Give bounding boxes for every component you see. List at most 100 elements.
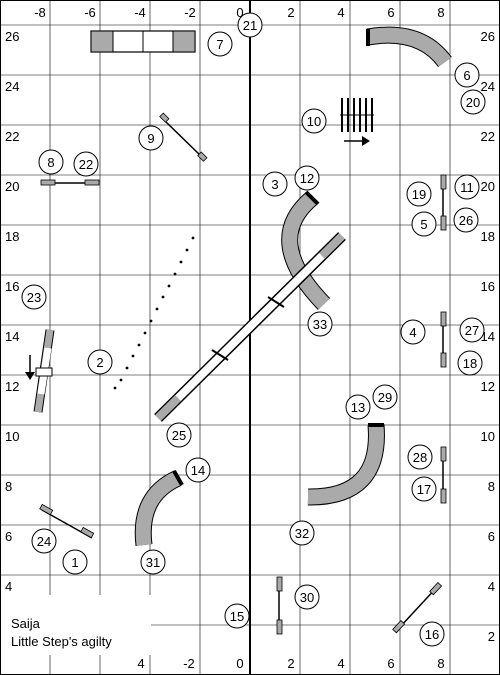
jump-obstacle [39,503,95,539]
caption-course: Little Step's agilty [11,634,112,649]
jump-obstacle [440,446,447,504]
number-label: 19 [412,187,426,202]
contact-obstacle [33,329,55,413]
number-label: 10 [307,114,321,129]
number-marker: 21 [237,12,263,38]
number-label: 1 [71,555,78,570]
x-label-top: 4 [337,5,344,20]
y-label-left: 4 [5,579,12,594]
y-label-left: 14 [5,329,19,344]
y-label-left: 16 [5,279,19,294]
number-label: 14 [191,463,205,478]
y-label-right: 22 [481,129,495,144]
number-marker: 16 [419,621,445,647]
number-marker: 24 [31,528,57,554]
number-marker: 13 [345,394,371,420]
number-label: 24 [37,534,51,549]
y-label-left: 26 [5,29,19,44]
number-marker: 22 [73,151,99,177]
number-marker: 15 [224,603,250,629]
direction-arrow-icon [25,355,35,380]
number-marker: 5 [411,211,437,237]
x-label-bottom: 4 [337,656,344,671]
y-label-left: 20 [5,179,19,194]
number-marker: 33 [307,311,333,337]
number-label: 31 [146,555,160,570]
x-axis-bottom-labels: 4 -2 0 2 4 6 8 [137,656,444,671]
number-marker: 2 [87,349,113,375]
number-label: 4 [409,325,416,340]
x-label-top: -4 [134,5,146,20]
y-label-right: 2 [488,629,495,644]
x-label-top: -2 [184,5,196,20]
y-label-right: 18 [481,229,495,244]
y-label-right: 8 [488,479,495,494]
number-label: 3 [271,177,278,192]
direction-arrow-icon [344,136,370,146]
x-label-top: 6 [387,5,394,20]
number-label: 25 [172,428,186,443]
number-label: 8 [47,155,54,170]
y-axis-left-labels: 26 24 22 20 18 16 14 12 10 8 6 4 [5,29,19,594]
number-label: 6 [463,68,470,83]
number-marker: 31 [140,549,166,575]
number-marker: 3 [262,171,288,197]
y-label-left: 12 [5,379,19,394]
y-label-left: 10 [5,429,19,444]
tunnel-obstacle [307,423,385,506]
number-label: 23 [27,290,41,305]
number-marker: 12 [294,165,320,191]
x-label-top: -6 [84,5,96,20]
table-obstacle [90,30,196,53]
number-marker: 14 [185,457,211,483]
x-label-top: 8 [437,5,444,20]
x-label-bottom: 6 [387,656,394,671]
number-marker: 10 [301,108,327,134]
caption-handler: Saija [11,616,40,631]
tunnel-obstacle [366,26,452,68]
number-label: 18 [463,356,477,371]
y-label-right: 16 [481,279,495,294]
number-marker: 32 [289,520,315,546]
number-marker: 8 [38,149,64,175]
number-label: 13 [351,400,365,415]
number-label: 16 [425,627,439,642]
y-label-right: 10 [481,429,495,444]
jump-obstacle [276,576,283,635]
x-label-bottom: 0 [236,656,243,671]
jump-obstacle [40,179,100,186]
jump-obstacle [440,174,447,231]
number-label: 29 [378,390,392,405]
caption-box [1,595,151,655]
number-marker: 6 [454,62,480,88]
number-marker: 11 [454,174,480,200]
number-label: 15 [230,609,244,624]
number-label: 12 [300,171,314,186]
y-label-right: 12 [481,379,495,394]
number-label: 32 [295,526,309,541]
number-markers: 1 2 3 4 5 6 7 8 9 10 11 12 13 14 15 16 1… [21,12,486,647]
number-label: 2 [96,355,103,370]
tunnel-obstacle [281,190,331,310]
x-axis-top-labels: -8 -6 -4 -2 0 2 4 6 8 [34,5,444,20]
number-marker: 20 [460,89,486,115]
lead-out-dots [113,236,195,390]
number-label: 30 [300,590,314,605]
x-label-bottom: 2 [287,656,294,671]
x-label-top: 2 [287,5,294,20]
number-marker: 4 [400,319,426,345]
tunnel-obstacle [134,470,184,547]
y-label-right: 24 [481,79,495,94]
number-marker: 1 [62,549,88,575]
weave-poles-obstacle [340,98,374,132]
x-label-bottom: 4 [137,656,144,671]
number-marker: 19 [406,181,432,207]
number-label: 17 [417,482,431,497]
y-label-left: 18 [5,229,19,244]
number-marker: 29 [372,384,398,410]
y-label-left: 8 [5,479,12,494]
number-marker: 25 [166,422,192,448]
number-label: 28 [413,450,427,465]
number-label: 5 [420,217,427,232]
